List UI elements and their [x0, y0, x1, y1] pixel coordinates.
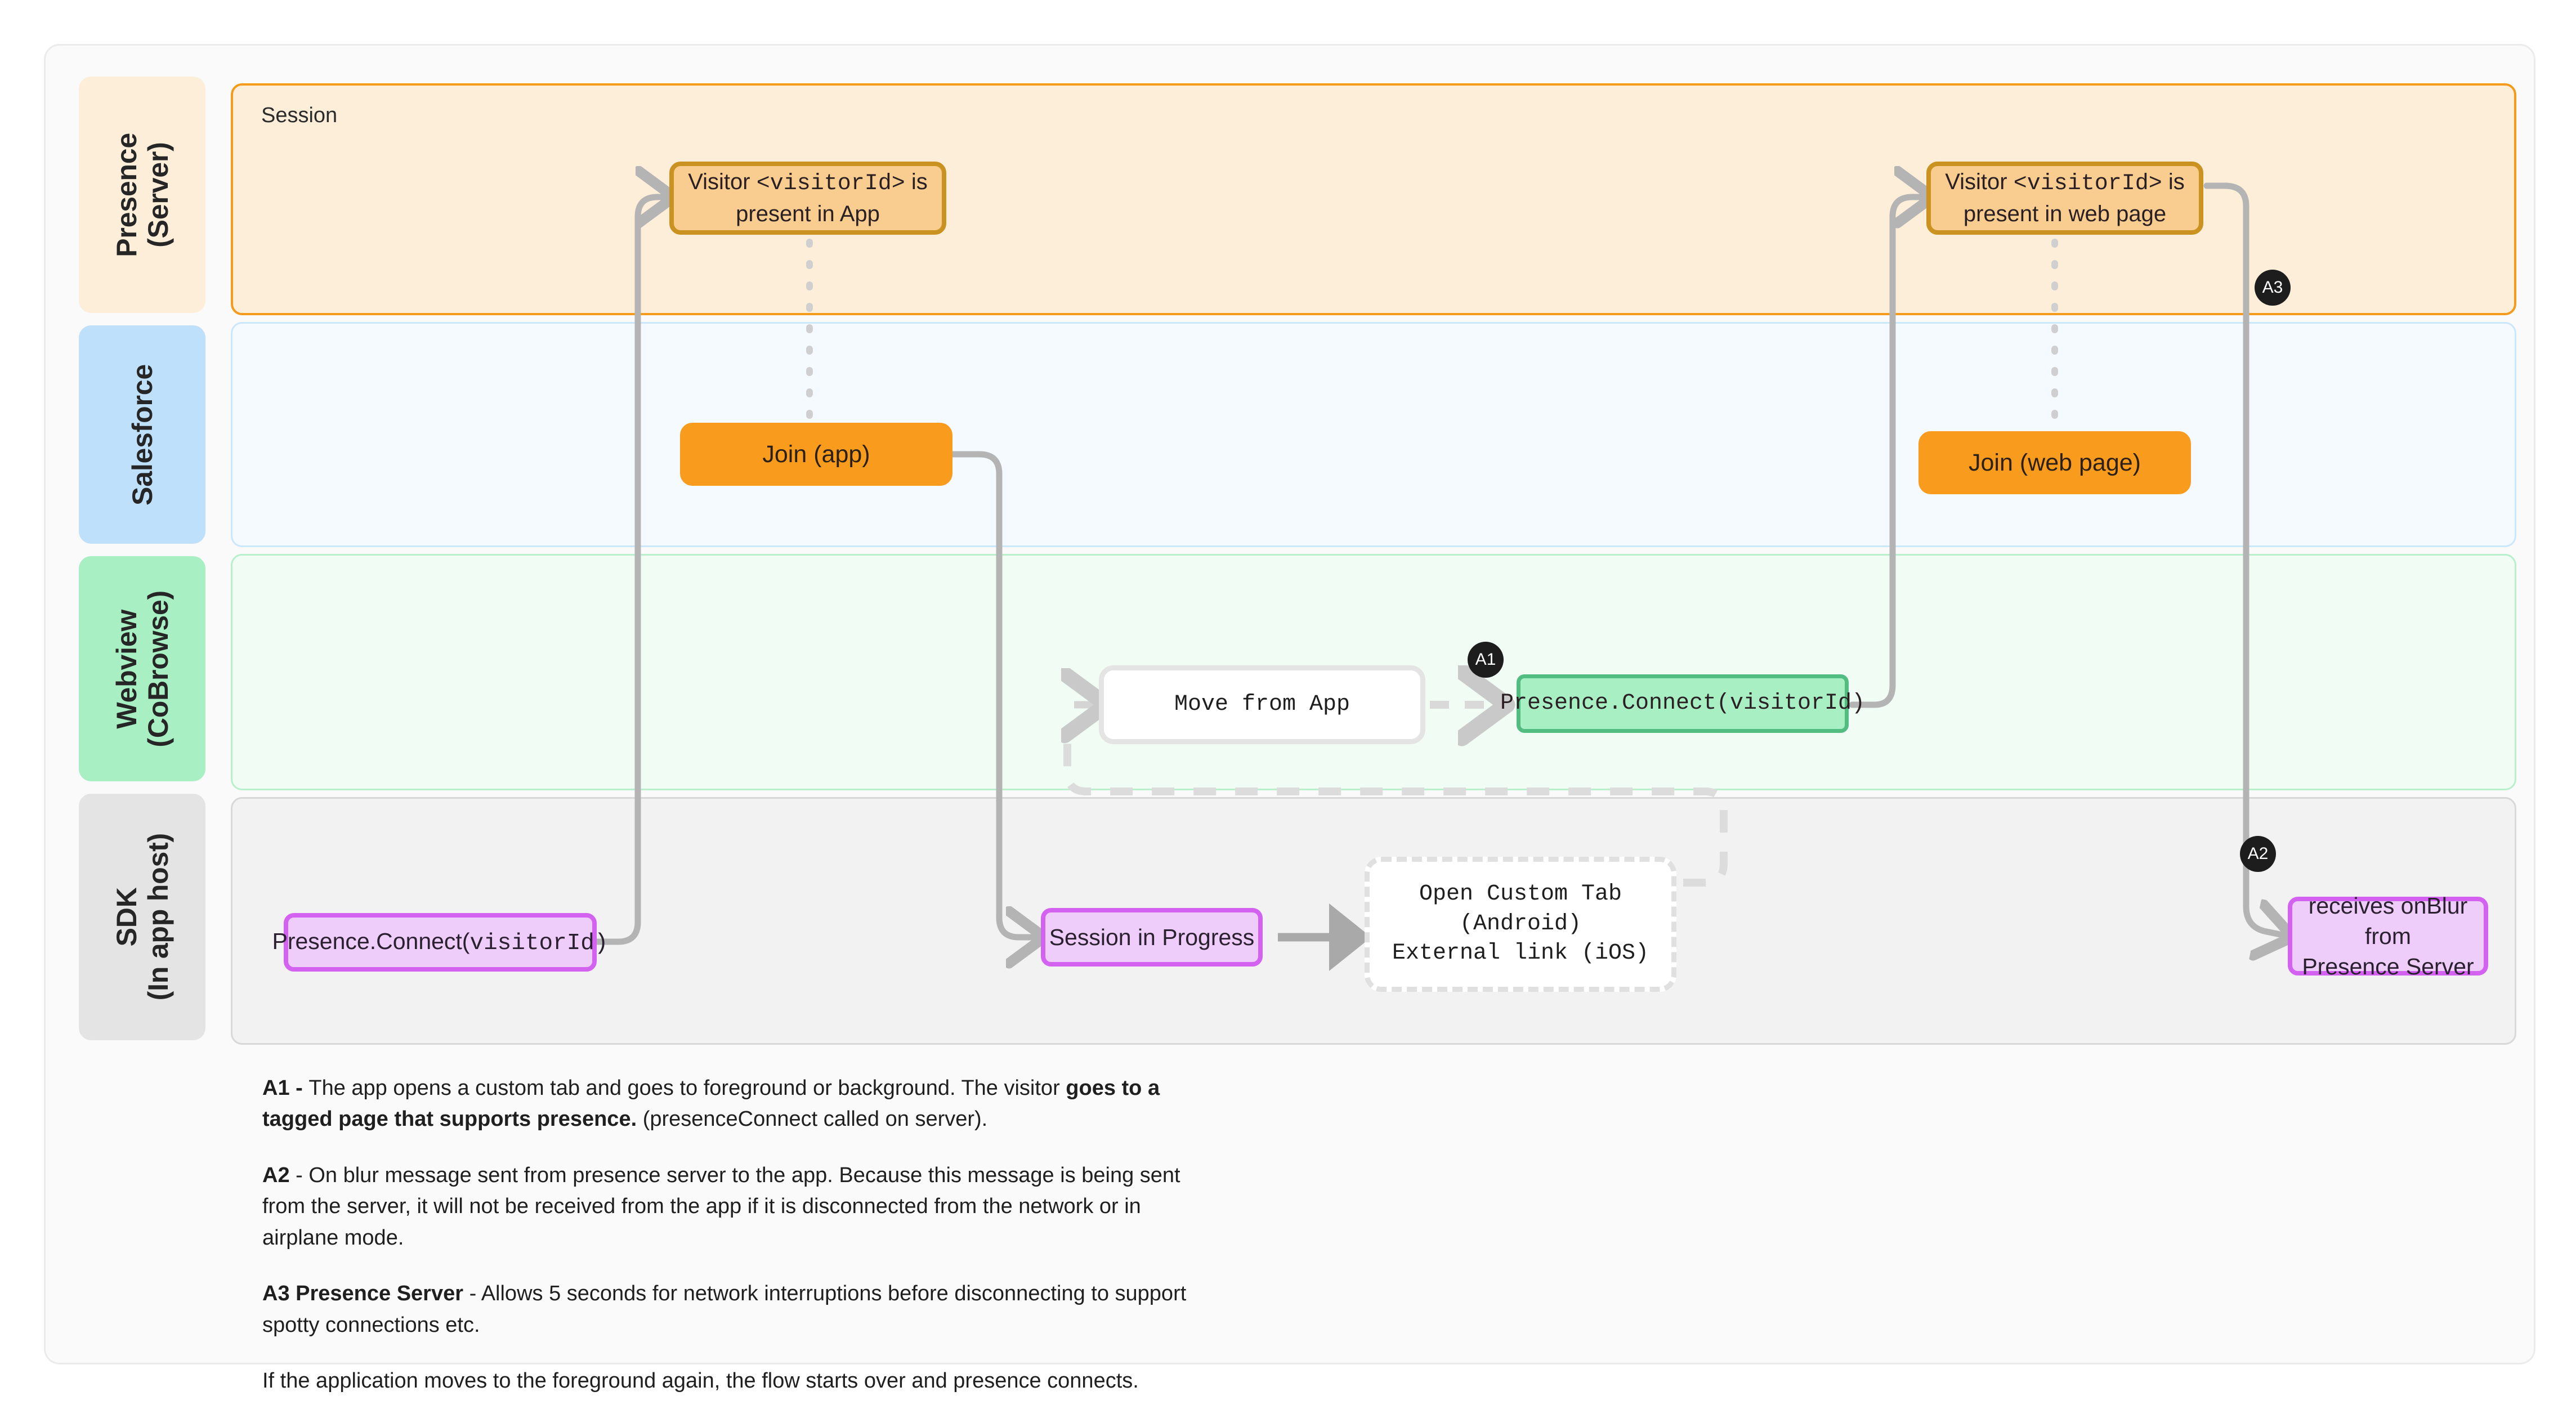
text-prefix: Presence.Connect(	[272, 928, 470, 954]
receives-onblur-line2: Presence Server	[2302, 954, 2474, 980]
badge-a3-label: A3	[2262, 278, 2283, 297]
text-suffix: is present in App	[736, 169, 928, 226]
note-a2-text: - On blur message sent from presence ser…	[262, 1163, 1180, 1250]
session-container-caption: Session	[261, 104, 338, 127]
lane-label-webview-text: Webview(CoBrowse)	[111, 590, 174, 748]
node-move-from-app[interactable]: Move from App	[1099, 665, 1425, 744]
node-join-web-page[interactable]: Join (web page)	[1918, 431, 2191, 494]
note-a1-text-1: The app opens a custom tab and goes to f…	[308, 1076, 1066, 1100]
badge-a2-label: A2	[2247, 844, 2269, 863]
badge-a1-label: A1	[1475, 650, 1496, 669]
note-final: If the application moves to the foregrou…	[262, 1369, 1139, 1393]
node-open-custom-tab[interactable]: Open Custom Tab (Android) External link …	[1365, 857, 1676, 992]
node-open-custom-tab-label: Open Custom Tab (Android) External link …	[1370, 880, 1671, 969]
node-presence-connect-sdk-label: Presence.Connect(visitorId)	[272, 926, 609, 959]
lane-label-salesforce-text: Salesforce	[126, 364, 158, 505]
open-custom-tab-line2: External link (iOS)	[1392, 941, 1649, 967]
badge-a2[interactable]: A2	[2240, 836, 2276, 872]
lane-text-line2: (CoBrowse)	[142, 590, 174, 748]
text-prefix: Visitor	[688, 169, 757, 195]
lane-text-line1: Webview	[110, 609, 142, 728]
receives-onblur-line1: receives onBlur from	[2308, 892, 2468, 949]
note-a1: A1 - The app opens a custom tab and goes…	[262, 1073, 1219, 1135]
note-a1-key: A1 -	[262, 1076, 309, 1100]
visitorid-token: <visitorId>	[756, 171, 905, 197]
note-a3-key: A3 Presence Server	[262, 1282, 464, 1306]
note-a1-text-2: (presenceConnect called on server).	[637, 1107, 988, 1131]
note-a2-key: A2	[262, 1163, 290, 1187]
footer-notes: A1 - The app opens a custom tab and goes…	[262, 1073, 1219, 1397]
node-visitor-present-in-web-page-label: Visitor <visitorId> is present in web pa…	[1931, 167, 2199, 229]
node-presence-connect-webview-label: Presence.Connect(visitorId)	[1500, 690, 1866, 716]
lane-label-presence-server: Presence(Server)	[79, 77, 205, 313]
node-session-in-progress[interactable]: Session in Progress	[1041, 908, 1263, 967]
node-receives-onblur-label: receives onBlur from Presence Server	[2292, 891, 2484, 982]
lane-text-line1: SDK	[110, 887, 142, 947]
node-session-in-progress-label: Session in Progress	[1049, 924, 1255, 950]
lane-label-sdk-in-app-host: SDK(In app host)	[79, 794, 205, 1040]
note-a2: A2 - On blur message sent from presence …	[262, 1160, 1219, 1254]
text-prefix: Visitor	[1945, 169, 2014, 195]
lane-label-sdk-text: SDK(In app host)	[111, 833, 174, 1000]
badge-a1[interactable]: A1	[1468, 642, 1504, 678]
visitorid-token: visitorId)	[469, 930, 609, 956]
lane-label-presence-server-text: Presence(Server)	[111, 133, 174, 257]
lane-text-line1: Presence	[110, 132, 142, 257]
node-receives-onblur[interactable]: receives onBlur from Presence Server	[2288, 893, 2488, 979]
lane-label-webview-cobrowse: Webview(CoBrowse)	[79, 556, 205, 781]
visitorid-token: <visitorId>	[2013, 171, 2162, 197]
node-join-app[interactable]: Join (app)	[680, 423, 952, 486]
node-visitor-present-in-app-label: Visitor <visitorId> is present in App	[674, 167, 942, 229]
text-suffix: is present in web page	[1963, 169, 2185, 226]
badge-a3[interactable]: A3	[2255, 270, 2291, 306]
note-a3-text: - Allows 5 seconds for network interrupt…	[262, 1282, 1187, 1337]
lane-text-line2: (Server)	[142, 142, 174, 248]
note-a3: A3 Presence Server - Allows 5 seconds fo…	[262, 1278, 1219, 1341]
node-join-web-page-label: Join (web page)	[1969, 449, 2141, 476]
open-custom-tab-line1: Open Custom Tab (Android)	[1419, 881, 1622, 937]
node-presence-connect-sdk[interactable]: Presence.Connect(visitorId)	[272, 913, 609, 972]
node-presence-connect-webview[interactable]: Presence.Connect(visitorId)	[1500, 674, 1865, 733]
node-visitor-present-in-app[interactable]: Visitor <visitorId> is present in App	[669, 162, 946, 235]
lane-text-line2: (In app host)	[142, 833, 174, 1001]
note-a1-emphasis: goes to a tagged page that supports pres…	[262, 1076, 1160, 1131]
node-visitor-present-in-web-page[interactable]: Visitor <visitorId> is present in web pa…	[1926, 162, 2203, 235]
node-move-from-app-label: Move from App	[1174, 691, 1350, 717]
lane-label-salesforce: Salesforce	[79, 325, 205, 544]
node-join-app-label: Join (app)	[762, 440, 870, 468]
